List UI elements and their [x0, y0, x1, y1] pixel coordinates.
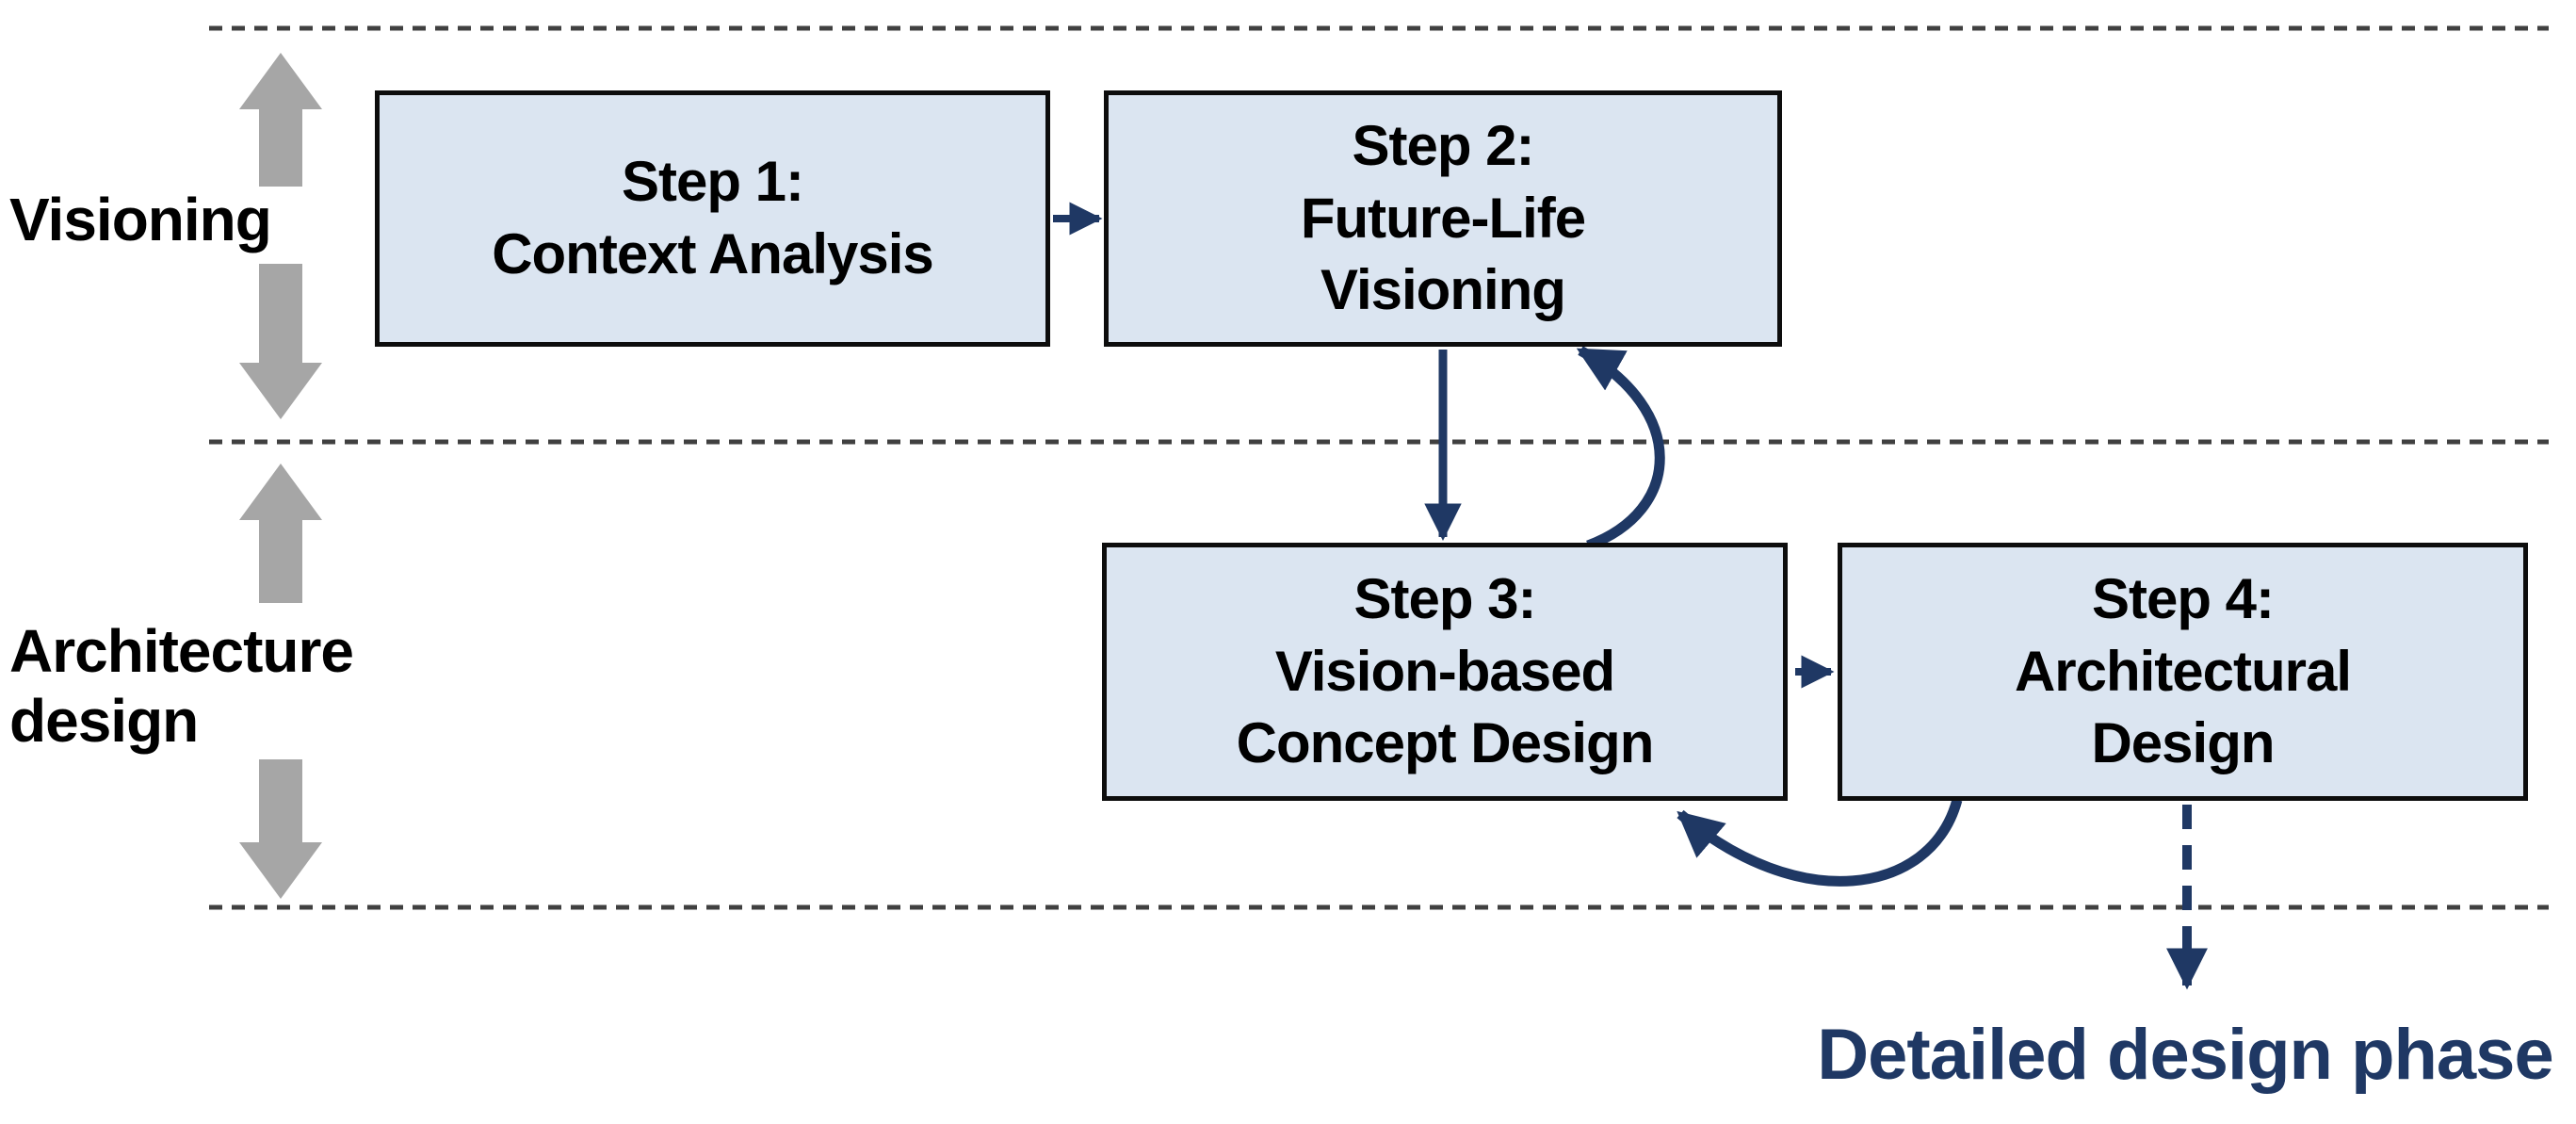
visioning-up-arrow-icon [239, 53, 322, 187]
feedback-arrow-step3-to-step2 [1576, 346, 1665, 551]
architecture-up-arrow-icon [239, 464, 322, 603]
step-2-box: Step 2: Future-Life Visioning [1104, 90, 1782, 347]
step-3-box: Step 3: Vision-based Concept Design [1102, 543, 1788, 801]
step-1-box: Step 1: Context Analysis [375, 90, 1050, 347]
feedback-arrow-step4-to-step3 [1677, 798, 1963, 887]
phase-label-architecture-design: Architecture design [9, 617, 354, 756]
architecture-down-arrow-icon [239, 759, 322, 899]
phase-label-visioning: Visioning [9, 186, 272, 253]
step-4-box: Step 4: Architectural Design [1838, 543, 2528, 801]
detailed-design-phase-label: Detailed design phase [1817, 1015, 2553, 1095]
visioning-down-arrow-icon [239, 264, 322, 419]
